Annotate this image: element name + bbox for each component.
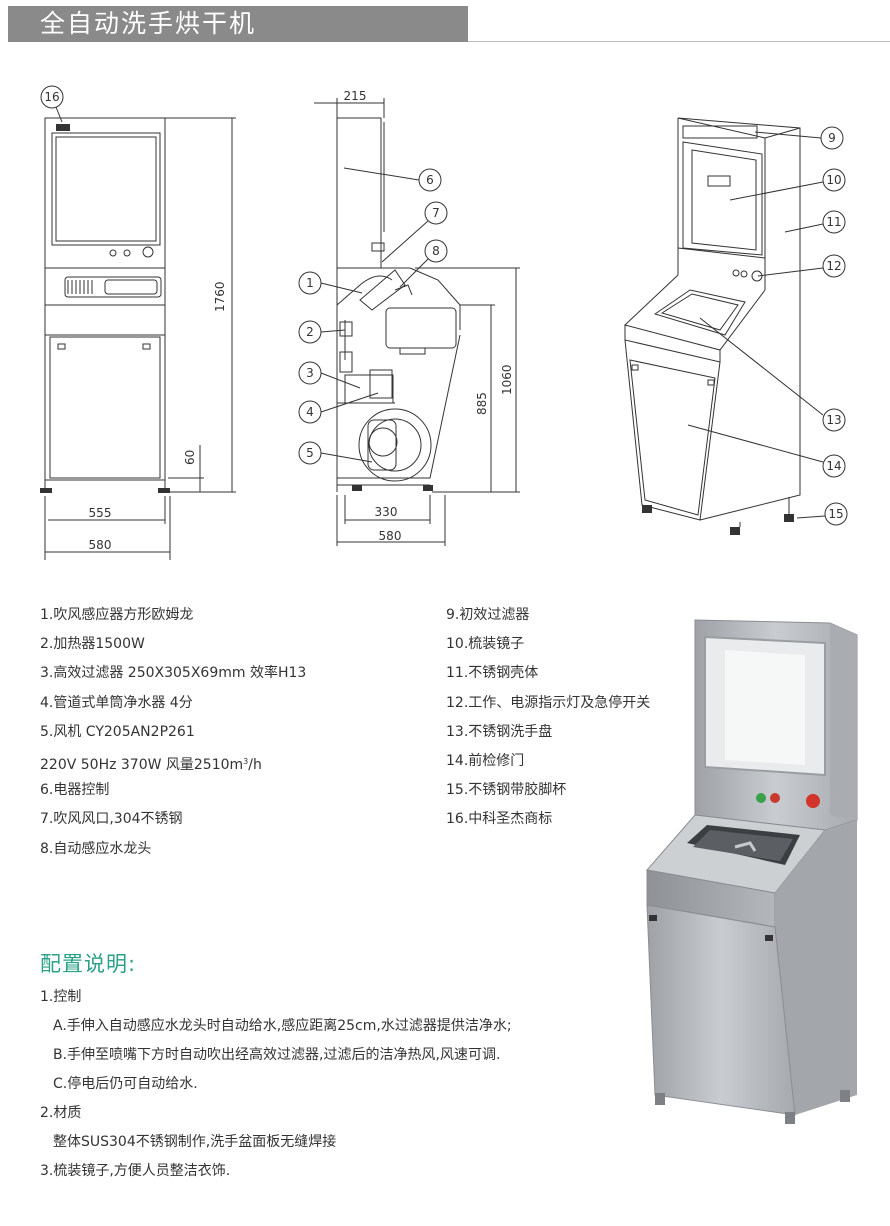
part-3: 3.高效过滤器 250X305X69mm 效率H13 [40, 665, 307, 682]
part-1: 1.吹风感应器方形欧姆龙 [40, 607, 194, 623]
part-12: 12.工作、电源指示灯及急停开关 [446, 694, 651, 711]
page-title: 全自动洗手烘干机 [40, 9, 257, 38]
callout-8: 8 [432, 244, 440, 258]
dim-330: 330 [375, 505, 398, 519]
part-10: 10.梳装镜子 [446, 636, 525, 653]
isometric-view: 9 10 11 12 13 14 15 [624, 117, 848, 535]
part-7: 7.吹风风口,304不锈钢 [40, 811, 183, 828]
dim-1760: 1760 [213, 281, 227, 312]
config-line-material: 整体SUS304不锈钢制作,洗手盆面板无缝焊接 [53, 1134, 337, 1150]
config-line-1: 1.控制 [40, 989, 82, 1005]
callout-7: 7 [432, 206, 440, 220]
dim-1060: 1060 [500, 364, 514, 395]
part-5-spec: 220V 50Hz 370W 风量2510m3/h [40, 756, 262, 773]
callout-3: 3 [306, 366, 314, 380]
dim-580-front: 580 [89, 538, 112, 552]
config-line-3: 3.梳装镜子,方便人员整洁衣饰. [40, 1163, 231, 1179]
callout-10: 10 [826, 173, 841, 187]
dim-580-side: 580 [379, 529, 402, 543]
callout-14: 14 [826, 459, 841, 473]
callout-13: 13 [826, 413, 841, 427]
part-15: 15.不锈钢带胶脚杯 [446, 782, 567, 799]
part-5: 5.风机 CY205AN2P261 [40, 723, 195, 740]
part-6: 6.电器控制 [40, 782, 110, 799]
part-4: 4.管道式单筒净水器 4分 [40, 694, 193, 711]
product-photo [646, 619, 858, 1124]
part-2: 2.加热器1500W [40, 636, 145, 653]
callout-5: 5 [306, 446, 314, 460]
front-view: 16 1760 60 555 580 [40, 85, 236, 560]
parts-list-right: 9.初效过滤器 10.梳装镜子 11.不锈钢壳体 12.工作、电源指示灯及急停开… [446, 601, 650, 835]
title-rule [468, 41, 890, 42]
side-view: 215 1060 885 330 580 1 2 3 4 5 6 7 8 [298, 89, 520, 546]
callout-9: 9 [828, 131, 836, 145]
title-bar: 全自动洗手烘干机 [8, 6, 468, 42]
config-line-a: A.手伸入自动感应水龙头时自动给水,感应距离25cm,水过滤器提供洁净水; [53, 1018, 512, 1034]
part-11: 11.不锈钢壳体 [446, 665, 539, 682]
callout-2: 2 [306, 325, 314, 339]
callout-16: 16 [44, 90, 59, 104]
callout-15: 15 [828, 507, 843, 521]
dim-555: 555 [89, 506, 112, 520]
parts-list-left: 1.吹风感应器方形欧姆龙 2.加热器1500W 3.高效过滤器 250X305X… [40, 601, 306, 864]
dim-60: 60 [183, 450, 197, 465]
part-13: 13.不锈钢洗手盘 [446, 723, 553, 740]
callout-1: 1 [306, 276, 314, 290]
callout-12: 12 [826, 259, 841, 273]
config-notes: 1.控制 A.手伸入自动感应水龙头时自动给水,感应距离25cm,水过滤器提供洁净… [40, 983, 512, 1186]
dim-885: 885 [475, 392, 489, 415]
config-heading: 配置说明: [40, 952, 137, 976]
config-line-c: C.停电后仍可自动给水. [53, 1076, 198, 1092]
callout-11: 11 [826, 215, 841, 229]
config-line-2: 2.材质 [40, 1105, 82, 1121]
dim-215: 215 [344, 89, 367, 103]
part-16: 16.中科圣杰商标 [446, 811, 553, 828]
part-14: 14.前检修门 [446, 752, 525, 769]
config-line-b: B.手伸至喷嘴下方时自动吹出经高效过滤器,过滤后的洁净热风,风速可调. [53, 1047, 501, 1063]
part-9: 9.初效过滤器 [446, 607, 530, 623]
callout-4: 4 [306, 405, 314, 419]
callout-6: 6 [426, 173, 434, 187]
technical-drawing: 16 1760 60 555 580 [40, 85, 848, 560]
part-8: 8.自动感应水龙头 [40, 840, 152, 857]
